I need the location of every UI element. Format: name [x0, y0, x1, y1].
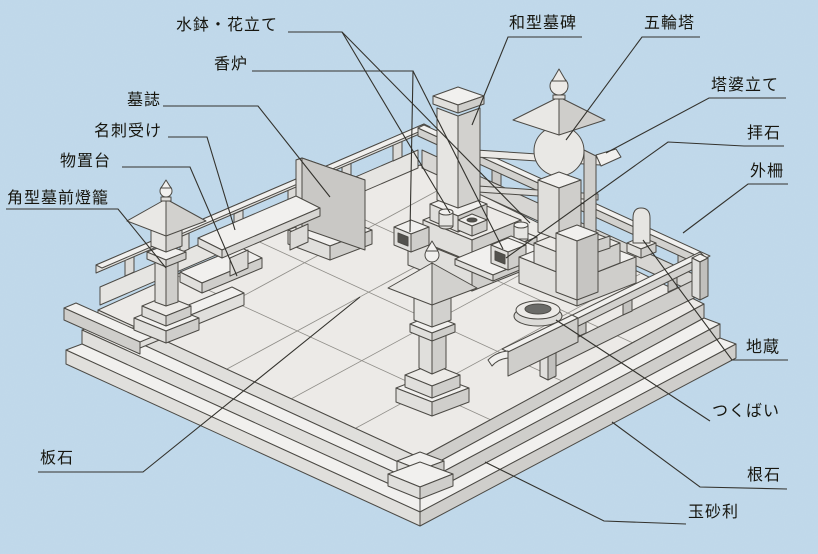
leader-neishi	[611, 421, 788, 490]
leader-koro-2	[412, 70, 504, 250]
label-mizubachi-hanatate: 水鉢・花立て	[176, 15, 279, 34]
leader-wagata-bohi	[471, 36, 582, 126]
label-jizo: 地蔵	[746, 337, 781, 356]
entrance-area	[387, 314, 579, 500]
leader-gaisaku	[682, 183, 788, 234]
front-stone-lantern	[387, 240, 478, 417]
leader-toba-tate	[605, 97, 786, 154]
leader-mizubachi-2	[341, 31, 531, 224]
leader-monooki-dai	[122, 166, 238, 277]
leader-boshi	[163, 105, 331, 198]
label-meishi-uke: 名刺受け	[94, 121, 163, 140]
jizo-statue	[626, 207, 657, 259]
label-haiseki: 拝石	[747, 123, 782, 142]
leader-haiseki	[505, 141, 784, 259]
outer-fence-front-right	[539, 251, 709, 381]
label-monooki-dai: 物置台	[60, 151, 112, 170]
label-itaishi: 板石	[40, 448, 75, 467]
label-neishi: 根石	[747, 465, 782, 484]
left-stone-lantern	[126, 179, 207, 344]
leader-gorinto	[565, 36, 700, 141]
label-koro: 香炉	[214, 54, 249, 73]
leader-lines	[6, 31, 788, 525]
label-gaisaku: 外柵	[750, 161, 785, 180]
leader-jizo	[642, 239, 788, 361]
leader-tamajari	[484, 461, 687, 525]
leader-tsukubai	[555, 319, 711, 422]
label-wagata-bohi: 和型墓碑	[509, 13, 578, 32]
leader-itaishi	[38, 296, 361, 473]
label-toba-tate: 塔婆立て	[711, 75, 780, 94]
leader-kakugata-toro	[6, 208, 167, 269]
label-tamajari: 玉砂利	[688, 502, 740, 521]
label-tsukubai: つくばい	[712, 401, 781, 420]
main-tombstone	[393, 86, 550, 292]
label-boshi: 墓誌	[127, 90, 162, 109]
tsukubai-basin	[513, 300, 563, 327]
label-kakugata-bozen-toro: 角型墓前燈籠	[7, 188, 110, 207]
leader-meishi-uke	[168, 136, 236, 231]
label-gorinto: 五輪塔	[644, 13, 696, 32]
side-stones	[513, 207, 657, 327]
